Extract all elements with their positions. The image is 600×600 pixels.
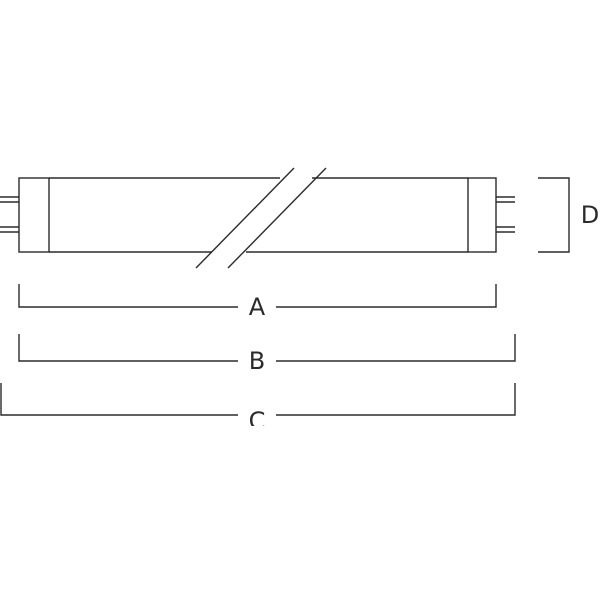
- left-end-cap: [18, 177, 50, 253]
- dimension-a-line-left: [18, 284, 238, 308]
- dimension-c-label-clip: C: [249, 407, 266, 435]
- dimension-a: A: [18, 284, 497, 321]
- dimension-d-bracket: [538, 177, 570, 253]
- dimension-c-label: C: [249, 407, 266, 435]
- right-pins: [496, 196, 515, 233]
- dimension-a-line-right: [276, 284, 497, 308]
- break-line-right: [227, 167, 327, 269]
- tube: [18, 167, 497, 269]
- dimension-b-line-left: [18, 334, 238, 362]
- left-pins: [0, 196, 19, 233]
- dimension-d: D: [538, 177, 599, 253]
- dimension-c-line-right: [276, 383, 516, 416]
- break-line-left: [195, 167, 295, 269]
- right-end-cap: [467, 177, 497, 253]
- dimension-b: B: [18, 334, 516, 375]
- dimension-c: C: [0, 383, 516, 435]
- dimension-b-label: B: [249, 347, 265, 375]
- dimension-d-label: D: [581, 201, 599, 229]
- dimension-a-label: A: [249, 293, 266, 321]
- dimension-c-line-left: [0, 383, 238, 416]
- dimension-b-line-right: [276, 334, 516, 362]
